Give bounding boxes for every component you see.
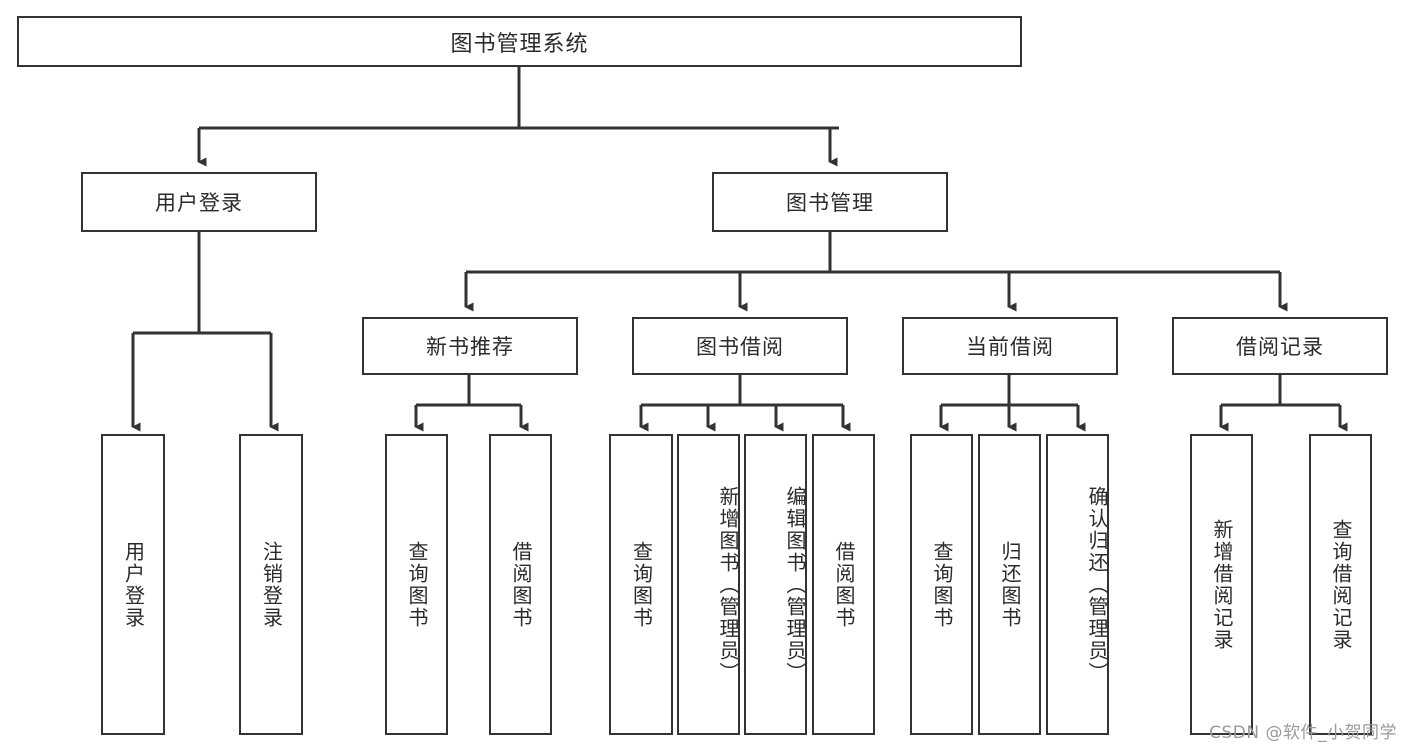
watermark: CSDN @软件_小贺同学 <box>1209 723 1397 743</box>
node-current-borrow[interactable]: 当前借阅 <box>902 317 1118 375</box>
node-new-book-rec[interactable]: 新书推荐 <box>362 317 578 375</box>
node-user-login-label: 用户登录 <box>155 191 243 215</box>
node-borrow-record-label: 借阅记录 <box>1236 335 1324 359</box>
node-book-borrow-label: 图书借阅 <box>696 335 784 359</box>
node-leaf-logout-label: 注销登录 <box>259 540 284 629</box>
node-leaf-add-record[interactable]: 新增借阅记录 <box>1190 434 1253 735</box>
node-leaf-borrow-book-2[interactable]: 借阅图书 <box>812 434 875 735</box>
node-leaf-query-book-1-label: 查询图书 <box>405 540 429 629</box>
node-leaf-query-book-2[interactable]: 查询图书 <box>609 434 673 735</box>
node-root-label: 图书管理系统 <box>450 31 589 57</box>
node-leaf-query-record[interactable]: 查询借阅记录 <box>1309 434 1372 735</box>
node-book-borrow[interactable]: 图书借阅 <box>632 317 848 375</box>
node-leaf-query-book-3[interactable]: 查询图书 <box>910 434 973 735</box>
node-leaf-query-book-2-label: 查询图书 <box>629 540 654 629</box>
node-leaf-add-record-label: 新增借阅记录 <box>1210 518 1234 651</box>
node-leaf-query-record-label: 查询借阅记录 <box>1329 518 1353 651</box>
node-leaf-query-book-3-label: 查询图书 <box>930 540 954 629</box>
node-leaf-borrow-book-1[interactable]: 借阅图书 <box>489 434 552 735</box>
node-leaf-add-book-label: 新增图书（管理员） <box>716 485 740 684</box>
node-book-manage-label: 图书管理 <box>786 191 874 215</box>
node-leaf-return-book-label: 归还图书 <box>998 540 1022 629</box>
node-leaf-confirm-return[interactable]: 确认归还（管理员） <box>1046 434 1109 735</box>
node-leaf-return-book[interactable]: 归还图书 <box>978 434 1041 735</box>
node-leaf-borrow-book-1-label: 借阅图书 <box>509 540 533 629</box>
node-book-manage[interactable]: 图书管理 <box>712 172 948 232</box>
node-leaf-user-login[interactable]: 用户登录 <box>101 434 165 735</box>
node-leaf-edit-book-label: 编辑图书（管理员） <box>783 485 807 684</box>
node-leaf-edit-book[interactable]: 编辑图书（管理员） <box>744 434 807 735</box>
node-leaf-add-book[interactable]: 新增图书（管理员） <box>677 434 740 735</box>
node-leaf-user-login-label: 用户登录 <box>121 540 146 629</box>
node-borrow-record[interactable]: 借阅记录 <box>1172 317 1388 375</box>
node-current-borrow-label: 当前借阅 <box>966 335 1054 359</box>
node-leaf-confirm-return-label: 确认归还（管理员） <box>1085 485 1109 684</box>
node-leaf-borrow-book-2-label: 借阅图书 <box>832 540 856 629</box>
node-root[interactable]: 图书管理系统 <box>17 16 1022 67</box>
node-leaf-logout[interactable]: 注销登录 <box>239 434 303 735</box>
node-leaf-query-book-1[interactable]: 查询图书 <box>385 434 448 735</box>
node-user-login[interactable]: 用户登录 <box>81 172 317 232</box>
node-new-book-rec-label: 新书推荐 <box>426 335 514 359</box>
